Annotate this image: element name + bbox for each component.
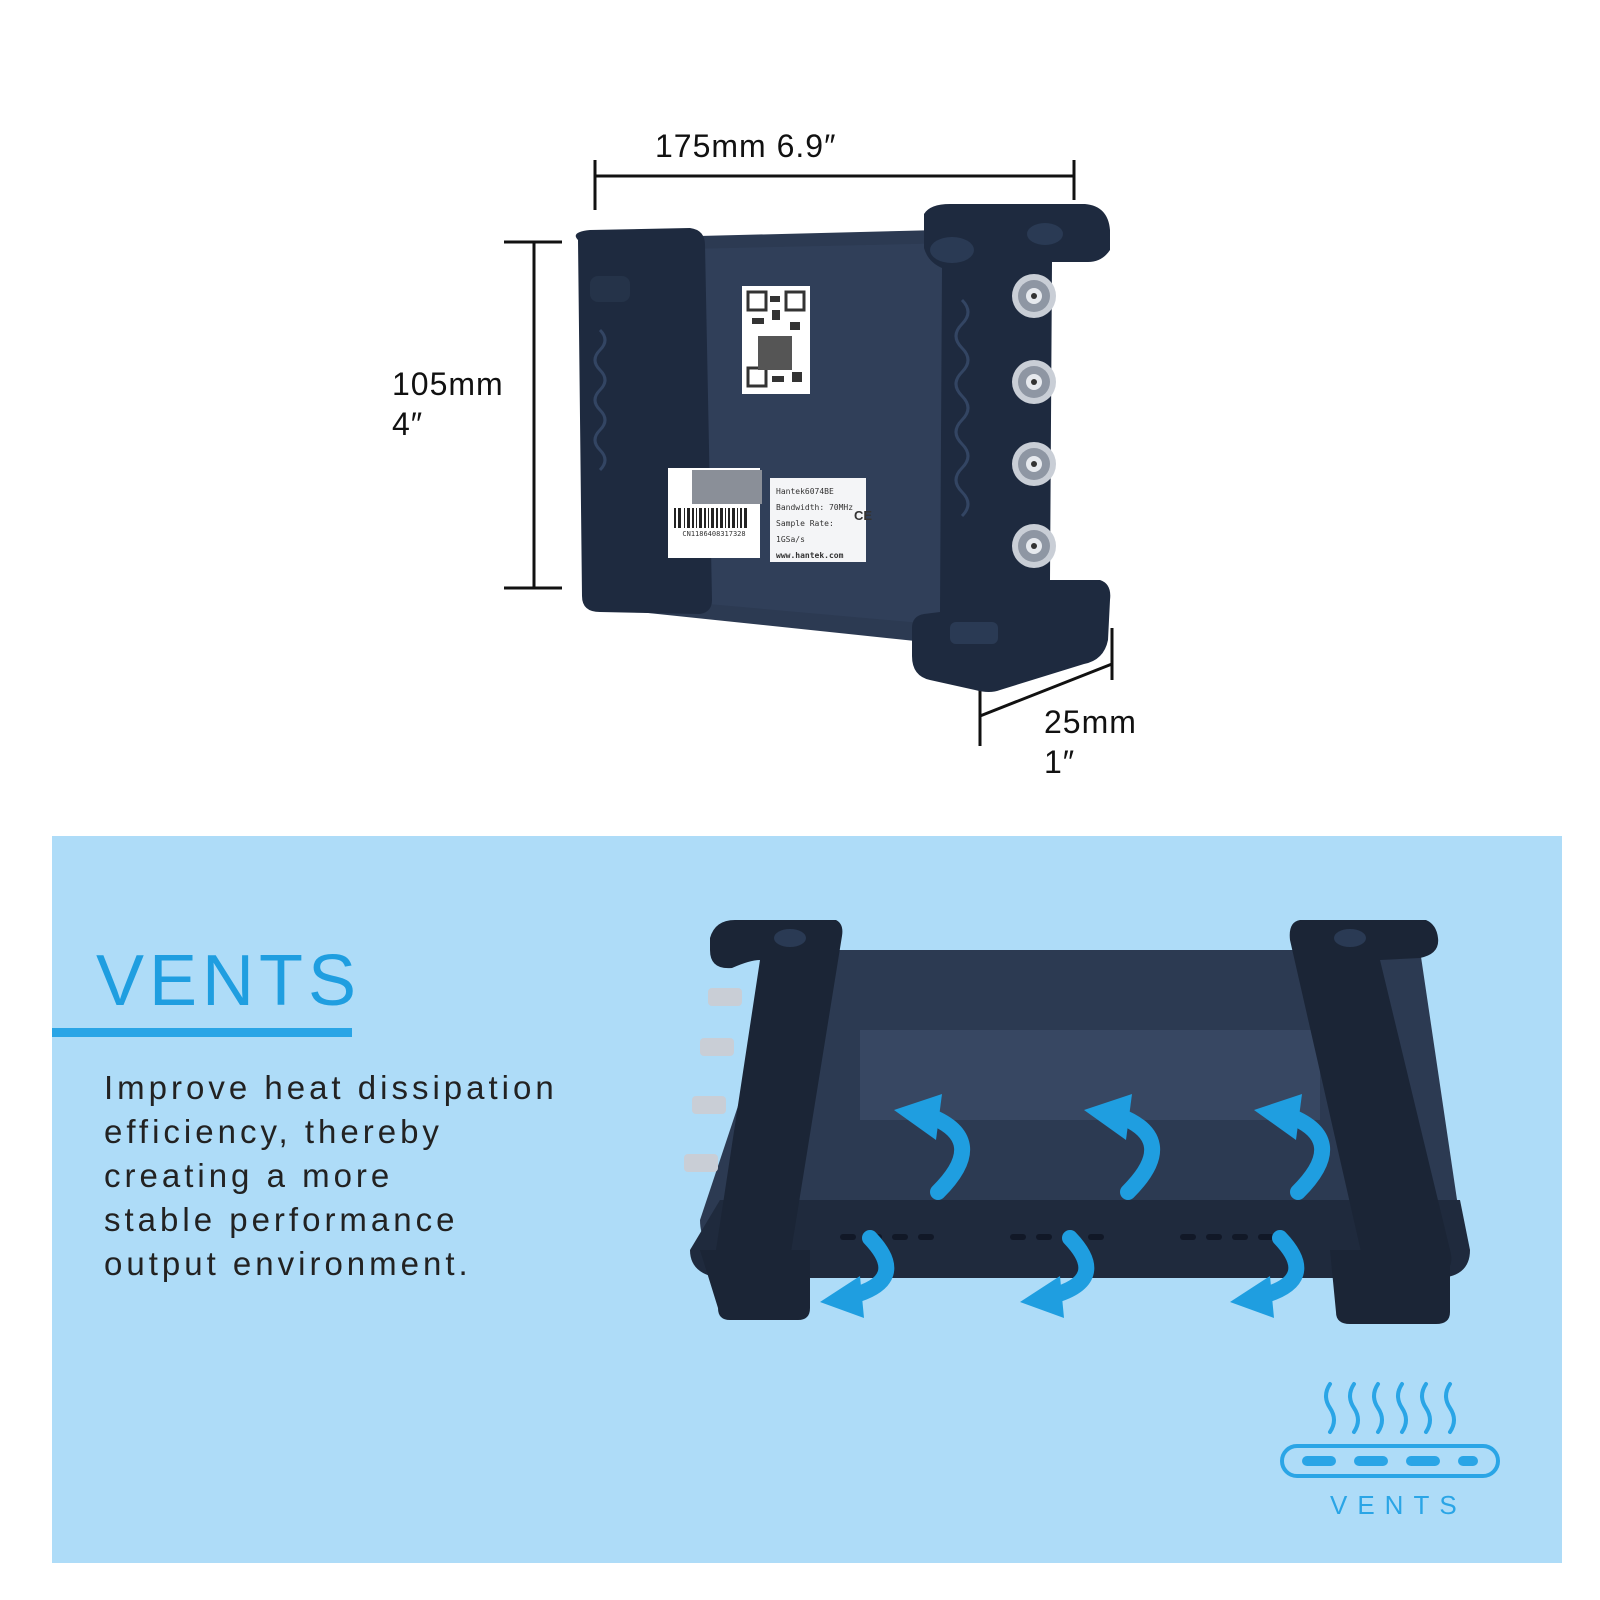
vents-description-line: output environment. — [104, 1245, 472, 1282]
depth-dimension-label-in: 1″ — [1044, 744, 1076, 780]
vents-description-line: stable performance — [104, 1201, 459, 1238]
vents-icon-caption: VENTS — [1330, 1490, 1467, 1520]
airflow-arrows-down — [844, 1230, 1305, 1304]
vents-description-line: Improve heat dissipation — [104, 1069, 558, 1106]
right-bumper — [912, 204, 1111, 692]
spec-bandwidth: Bandwidth: 70MHz — [776, 503, 854, 512]
width-dimension-line — [593, 160, 1076, 210]
vents-description-line: efficiency, thereby — [104, 1113, 443, 1150]
vents-right-bumper — [1289, 920, 1452, 1324]
airflow-arrowheads-down — [820, 1276, 1274, 1318]
vents-icon — [1280, 1382, 1500, 1478]
spec-website: www.hantek.com — [776, 551, 844, 560]
side-bnc-connectors — [684, 988, 742, 1172]
barcode-number: CN1186408317328 — [682, 530, 746, 538]
airflow-arrows-up — [922, 1108, 1331, 1200]
height-dimension-line — [504, 240, 562, 590]
device-top-illustration — [504, 160, 1114, 746]
width-dimension-label: 175mm 6.9″ — [655, 128, 837, 164]
ce-mark: CE — [854, 508, 873, 523]
spec-label-sticker — [770, 478, 866, 562]
height-dimension-label-mm: 105mm — [392, 366, 504, 402]
bnc-connectors — [1012, 274, 1056, 568]
qr-code-sticker — [742, 286, 810, 394]
vents-description-line: creating a more — [104, 1157, 394, 1194]
barcode-sticker — [668, 468, 762, 558]
spec-sample-rate: Sample Rate: 1GSa/s — [776, 519, 834, 544]
airflow-arrowheads-up — [894, 1094, 1302, 1140]
depth-dimension-label-mm: 25mm — [1044, 704, 1137, 740]
height-dimension-label-in: 4″ — [392, 406, 424, 442]
depth-dimension-line — [978, 628, 1114, 746]
vents-heading: VENTS — [96, 941, 362, 1021]
spec-model: Hantek6074BE — [776, 487, 834, 496]
vents-heading-underline — [52, 1028, 352, 1037]
spec-label-text: Hantek6074BE Bandwidth: 70MHz Sample Rat… — [776, 484, 862, 564]
device-vents-illustration — [684, 920, 1470, 1324]
vents-left-bumper — [700, 920, 843, 1320]
vents-description: Improve heat dissipation efficiency, the… — [104, 1066, 558, 1286]
